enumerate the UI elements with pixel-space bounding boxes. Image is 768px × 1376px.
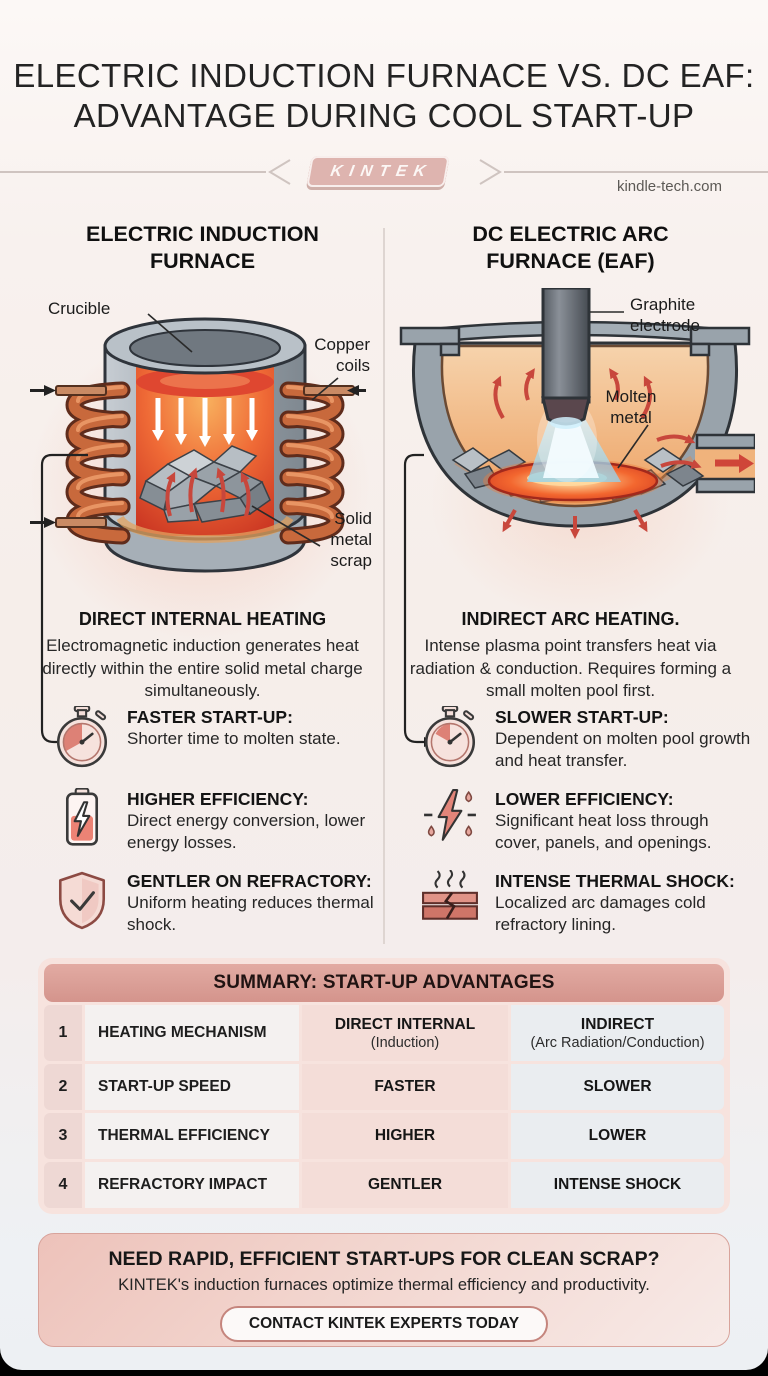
- feature-higher-efficiency: HIGHER EFFICIENCY: Direct energy convers…: [52, 788, 387, 870]
- eaf-heading: DC ELECTRIC ARC FURNACE (EAF): [472, 222, 669, 273]
- divider-line-left: [0, 171, 266, 173]
- heat-loss-icon: [420, 788, 480, 844]
- molten-metal-label: Molten metal: [605, 387, 657, 427]
- induction-value: FASTER: [302, 1064, 508, 1110]
- feature-gentler-refractory: GENTLER ON REFRACTORY: Uniform heating r…: [52, 870, 387, 952]
- row-attribute: THERMAL EFFICIENCY: [85, 1113, 299, 1159]
- eaf-features: SLOWER START-UP: Dependent on molten poo…: [420, 706, 755, 952]
- summary-table-title: SUMMARY: START-UP ADVANTAGES: [44, 964, 724, 1002]
- table-row: 1 HEATING MECHANISM DIRECT INTERNAL (Ind…: [44, 1005, 724, 1061]
- cta-title: NEED RAPID, EFFICIENT START-UPS FOR CLEA…: [108, 1248, 660, 1270]
- stopwatch-icon: [52, 706, 112, 770]
- chevron-left-icon: [268, 159, 291, 185]
- eaf-subtitle: INDIRECT ARC HEATING.: [461, 609, 680, 629]
- brand-band: KINTEK kindle-tech.com: [0, 150, 768, 202]
- eaf-value: INTENSE SHOCK: [511, 1162, 724, 1208]
- eaf-value: INDIRECT (Arc Radiation/Conduction): [511, 1005, 724, 1061]
- induction-heading: ELECTRIC INDUCTION FURNACE: [86, 222, 319, 273]
- feature-thermal-shock: INTENSE THERMAL SHOCK: Localized arc dam…: [420, 870, 755, 952]
- eaf-description: INDIRECT ARC HEATING. Intense plasma poi…: [398, 609, 743, 703]
- induction-value: DIRECT INTERNAL (Induction): [302, 1005, 508, 1061]
- summary-table: SUMMARY: START-UP ADVANTAGES 1 HEATING M…: [38, 958, 730, 1214]
- induction-description: DIRECT INTERNAL HEATING Electromagnetic …: [30, 609, 375, 703]
- website-link[interactable]: kindle-tech.com: [616, 178, 722, 195]
- table-row: 4 REFRACTORY IMPACT GENTLER INTENSE SHOC…: [44, 1162, 724, 1208]
- kintek-logo-text: KINTEK: [329, 162, 434, 180]
- row-number: 1: [44, 1005, 82, 1061]
- cta-subtitle: KINTEK's induction furnaces optimize the…: [118, 1276, 650, 1294]
- cta-banner: NEED RAPID, EFFICIENT START-UPS FOR CLEA…: [38, 1233, 730, 1347]
- eaf-value: LOWER: [511, 1113, 724, 1159]
- eaf-value: SLOWER: [511, 1064, 724, 1110]
- table-row: 2 START-UP SPEED FASTER SLOWER: [44, 1064, 724, 1110]
- induction-subtitle: DIRECT INTERNAL HEATING: [78, 609, 327, 629]
- page-title-line1: ELECTRIC INDUCTION FURNACE VS. DC EAF:: [13, 57, 755, 94]
- battery-icon: [52, 788, 112, 848]
- divider-line-right: [504, 171, 768, 173]
- table-row: 3 THERMAL EFFICIENCY HIGHER LOWER: [44, 1113, 724, 1159]
- induction-value: HIGHER: [302, 1113, 508, 1159]
- row-attribute: START-UP SPEED: [85, 1064, 299, 1110]
- stopwatch-icon: [420, 706, 480, 770]
- contact-button[interactable]: CONTACT KINTEK EXPERTS TODAY: [219, 1306, 549, 1342]
- row-attribute: HEATING MECHANISM: [85, 1005, 299, 1061]
- page-title-line2: ADVANTAGE DURING COOL START-UP: [73, 97, 695, 134]
- shield-check-icon: [52, 870, 112, 930]
- graphite-electrode-label: Graphite electrode: [630, 295, 700, 335]
- induction-features: FASTER START-UP: Shorter time to molten …: [52, 706, 387, 952]
- row-attribute: REFRACTORY IMPACT: [85, 1162, 299, 1208]
- row-number: 3: [44, 1113, 82, 1159]
- crucible-label: Crucible: [48, 299, 111, 318]
- chevron-right-icon: [479, 159, 502, 185]
- column-divider: [383, 228, 385, 944]
- solid-metal-scrap-label: Solid metal scrap: [330, 509, 372, 570]
- induction-value: GENTLER: [302, 1162, 508, 1208]
- feature-faster-startup: FASTER START-UP: Shorter time to molten …: [52, 706, 387, 788]
- kintek-logo: KINTEK: [306, 156, 450, 187]
- row-number: 2: [44, 1064, 82, 1110]
- row-number: 4: [44, 1162, 82, 1208]
- feature-lower-efficiency: LOWER EFFICIENCY: Significant heat loss …: [420, 788, 755, 870]
- feature-slower-startup: SLOWER START-UP: Dependent on molten poo…: [420, 706, 755, 788]
- page-title: ELECTRIC INDUCTION FURNACE VS. DC EAF: A…: [0, 56, 768, 136]
- copper-coils-label: Copper coils: [314, 335, 370, 375]
- thermal-shock-icon: [420, 870, 480, 926]
